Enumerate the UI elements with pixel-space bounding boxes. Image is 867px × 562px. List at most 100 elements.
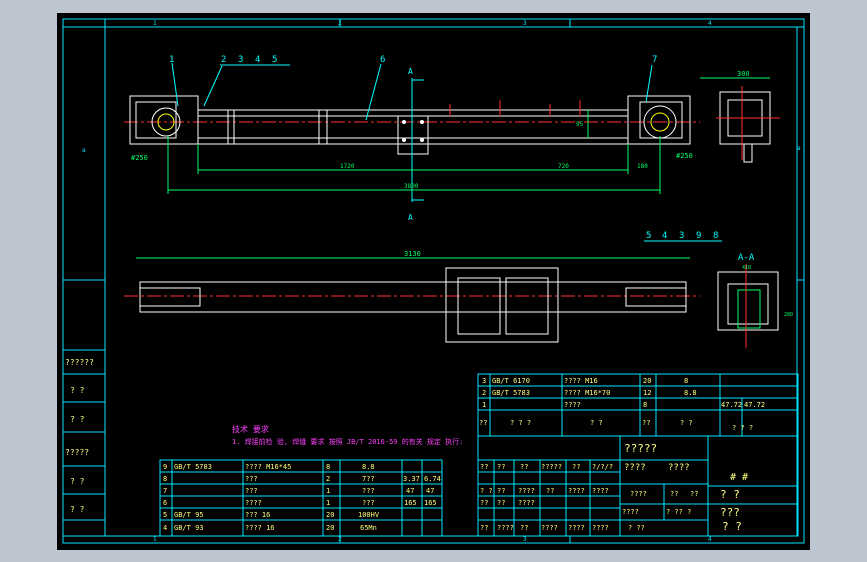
upper-header-qty: ?? <box>642 419 650 427</box>
zone-top-3: 3 <box>523 20 527 27</box>
tb-grid-17: ???? <box>497 524 514 532</box>
section-balloon-9: 9 <box>696 231 701 241</box>
tb-grid-8: ?? <box>497 487 505 495</box>
upper-header-mat: ? ? <box>680 419 693 427</box>
upper-row-2-std: GB/T 5783 <box>492 389 530 397</box>
tb-grid-6: ?/?/? <box>592 463 613 471</box>
dim-diameter-right: #250 <box>676 152 693 160</box>
tb-grid-21: ???? <box>592 524 609 532</box>
lower-row-5-std: GB/T 95 <box>174 511 204 519</box>
tb-drawing-no-a: # # <box>730 472 748 483</box>
tb-grid-2: ?? <box>497 463 505 471</box>
tb-grid-14: ???? <box>518 499 535 507</box>
tb-grid-4: ????? <box>541 463 562 471</box>
notes-heading: 技术 要求 <box>232 424 269 434</box>
lower-row-6-unit-weight: 165 <box>404 499 417 507</box>
balloon-7: 7 <box>652 55 657 65</box>
tb-weight: ?? <box>670 490 678 498</box>
tb-grid-11: ???? <box>568 487 585 495</box>
tb-grid-13: ?? <box>497 499 505 507</box>
lower-row-8-total-weight: 6.74 <box>424 475 441 483</box>
zone-bottom-1: 1 <box>153 536 157 543</box>
side-box-6: ? ? <box>70 505 85 514</box>
balloon-5: 5 <box>272 55 277 65</box>
lower-row-6-total-weight: 165 <box>424 499 437 507</box>
upper-row-3-no: 1 <box>482 401 486 409</box>
section-mark-top: A <box>408 67 413 76</box>
zone-bottom-2: 2 <box>338 536 342 543</box>
balloon-3: 3 <box>238 55 243 65</box>
lower-row-7-no: 7 <box>163 487 167 495</box>
side-box-1: ?????? <box>65 358 94 367</box>
tb-drawing-no-b: ? ? <box>720 488 740 501</box>
tb-grid-3: ?? <box>520 463 528 471</box>
upper-header-no: ?? <box>479 419 487 427</box>
zone-right-a: a <box>797 145 801 152</box>
dim-180: 180 <box>637 163 648 170</box>
lower-row-4-qty: 20 <box>326 524 334 532</box>
lower-row-4-mat: 65Mn <box>360 524 377 532</box>
tb-grid-12: ?? <box>480 499 488 507</box>
dim-height-95: 95 <box>576 121 584 128</box>
dim-end-view-width: 300 <box>737 70 750 78</box>
plan-center-plate <box>445 267 559 343</box>
border-zone-labels: 1 2 3 4 1 2 3 4 a a <box>82 20 801 543</box>
left-pin-hole <box>151 107 181 137</box>
balloon-1: 1 <box>169 55 174 65</box>
upper-row-2-mat: 8.8 <box>684 389 697 397</box>
balloon-2: 2 <box>221 55 226 65</box>
upper-row-2-name: ???? M16*70 <box>564 389 610 397</box>
zone-top-4: 4 <box>708 20 712 27</box>
lower-row-8-unit-weight: 3.37 <box>403 475 420 483</box>
upper-header-name: ? ? <box>590 419 603 427</box>
tb-bottom-mid: ? ?? ? <box>666 508 691 516</box>
lower-row-7-total-weight: 47 <box>426 487 434 495</box>
section-balloon-4: 4 <box>662 231 667 241</box>
side-box-4: ????? <box>65 448 89 457</box>
lower-row-6-name: ???? <box>245 499 262 507</box>
zone-top-1: 1 <box>153 20 157 27</box>
zone-bottom-3: 3 <box>523 536 527 543</box>
tb-grid-15: ???? <box>592 487 609 495</box>
tb-scale: ?? <box>690 490 698 498</box>
tb-grid-1: ?? <box>480 463 488 471</box>
lower-row-8-qty: 2 <box>326 475 330 483</box>
side-box-3: ? ? <box>70 415 85 424</box>
lower-row-8-no: 8 <box>163 475 167 483</box>
dim-diameter-left: #250 <box>131 154 148 162</box>
tb-sheet: ??? <box>720 506 740 519</box>
lower-row-6-no: 6 <box>163 499 167 507</box>
upper-row-1-qty: 20 <box>643 377 651 385</box>
right-end-fitting <box>627 95 691 145</box>
dim-plan-length: 3130 <box>404 250 421 258</box>
upper-row-2-qty: 12 <box>643 389 651 397</box>
tb-grid-9: ???? <box>518 487 535 495</box>
tb-stage: ???? <box>630 490 647 498</box>
lower-row-5-mat: 100HV <box>358 511 380 519</box>
upper-header-weight: ? ? ? <box>732 424 753 432</box>
section-dim-height: 280 <box>784 312 793 318</box>
notes-line-1: 1. 焊接前检 验, 焊缝 要求 按照 JB/T 2016-59 的有关 规定 … <box>232 437 463 446</box>
lower-row-9-std: GB/T 5783 <box>174 463 212 471</box>
side-box-labels: ?????? ? ? ? ? ????? ? ? ? ? <box>65 358 94 514</box>
side-box-5: ? ? <box>70 477 85 486</box>
upper-row-1-no: 3 <box>482 377 486 385</box>
side-boxes <box>63 349 105 521</box>
tb-grid-10: ?? <box>546 487 554 495</box>
tb-grid-18: ?? <box>520 524 528 532</box>
lower-row-9-qty: 8 <box>326 463 330 471</box>
tb-bottom-left: ???? <box>622 508 639 516</box>
lower-row-8-name: ??? <box>245 475 258 483</box>
lower-row-7-mat: ??? <box>362 487 375 495</box>
upper-header-std: ? ? ? <box>510 419 531 427</box>
dim-720: 720 <box>558 163 569 170</box>
parts-list-upper <box>477 373 799 437</box>
tb-grid-19: ???? <box>541 524 558 532</box>
tb-grid-5: ?? <box>572 463 580 471</box>
drawing-frame <box>62 18 805 544</box>
section-view: A-A 5 4 3 9 8 410 280 <box>644 231 793 348</box>
lower-row-7-name: ??? <box>245 487 258 495</box>
zone-bottom-4: 4 <box>708 536 712 543</box>
upper-row-3-name: ???? <box>564 401 581 409</box>
upper-row-1-mat: 8 <box>684 377 688 385</box>
